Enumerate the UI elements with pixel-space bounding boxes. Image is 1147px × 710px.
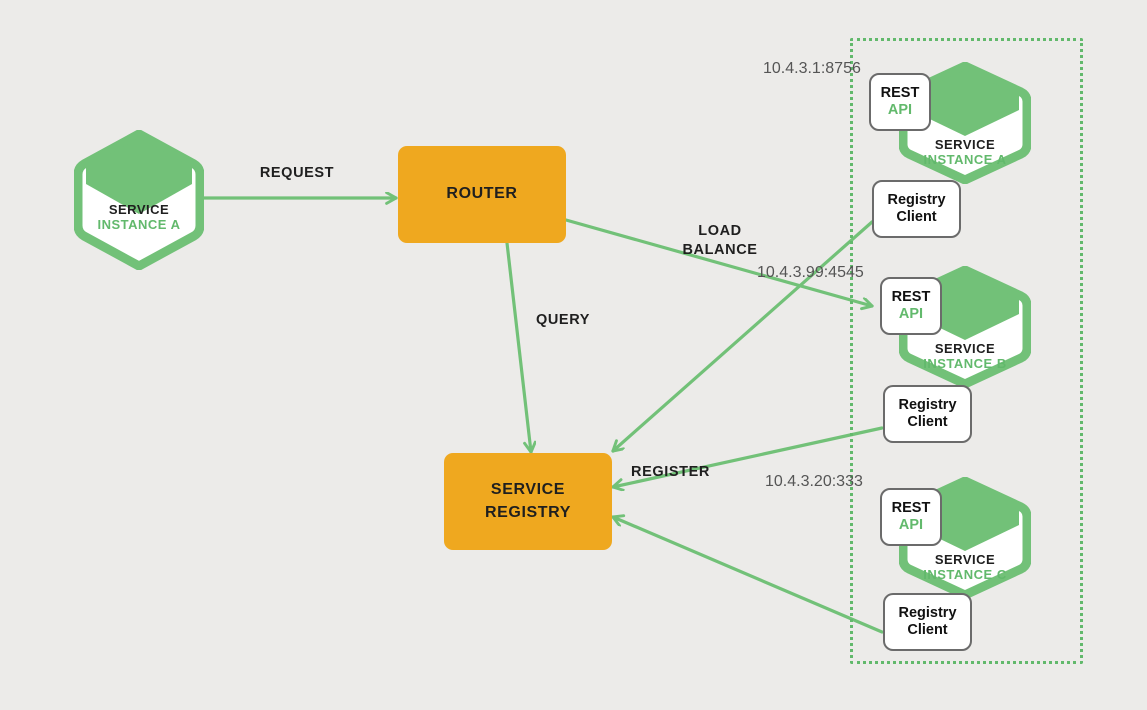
router-label: ROUTER (446, 185, 518, 203)
registry-client-line1: Registry (887, 192, 946, 209)
registry-client-line2: Client (907, 622, 948, 638)
rest-api-line1: REST (891, 289, 931, 306)
rest-api-line2: API (898, 517, 924, 533)
service-registry-label: SERVICE REGISTRY (485, 481, 571, 521)
instance-b-ip-label: 10.4.3.99:4545 (757, 264, 864, 281)
edge-register-b (613, 426, 884, 487)
rest-api-line2: API (887, 102, 913, 118)
service-registry-node[interactable]: SERVICE REGISTRY (444, 453, 612, 550)
instance-a-rest-api[interactable]: REST API (869, 73, 931, 131)
rest-api-line1: REST (880, 85, 920, 102)
router-node[interactable]: ROUTER (398, 146, 566, 243)
hexagon-shape (74, 130, 204, 270)
service-instances-group (850, 38, 1083, 664)
instance-a-ip-label: 10.4.3.1:8756 (763, 60, 861, 77)
instance-a-registry-client[interactable]: Registry Client (872, 180, 961, 238)
edge-label-request: REQUEST (259, 165, 335, 181)
edge-label-query: QUERY (535, 312, 591, 328)
edge-label-register: REGISTER (631, 464, 710, 480)
edge-register-a (611, 220, 874, 453)
edge-register-c (613, 517, 884, 634)
instance-c-rest-api[interactable]: REST API (880, 488, 942, 546)
edge-label-load-balance: LOAD BALANCE (682, 223, 758, 258)
hexagon-shape (899, 62, 1031, 184)
edge-query (505, 241, 531, 452)
instance-b-rest-api[interactable]: REST API (880, 277, 942, 335)
client-service-instance-a[interactable]: SERVICE INSTANCE A (74, 130, 204, 270)
registry-client-line2: Client (896, 209, 937, 225)
registry-client-line1: Registry (898, 397, 957, 414)
rest-api-line2: API (898, 306, 924, 322)
registry-client-line1: Registry (898, 605, 957, 622)
instance-c-ip-label: 10.4.3.20:333 (765, 473, 863, 490)
edge-load-balance (564, 218, 872, 306)
rest-api-line1: REST (891, 500, 931, 517)
registry-client-line2: Client (907, 414, 948, 430)
instance-b-registry-client[interactable]: Registry Client (883, 385, 972, 443)
instance-c-registry-client[interactable]: Registry Client (883, 593, 972, 651)
